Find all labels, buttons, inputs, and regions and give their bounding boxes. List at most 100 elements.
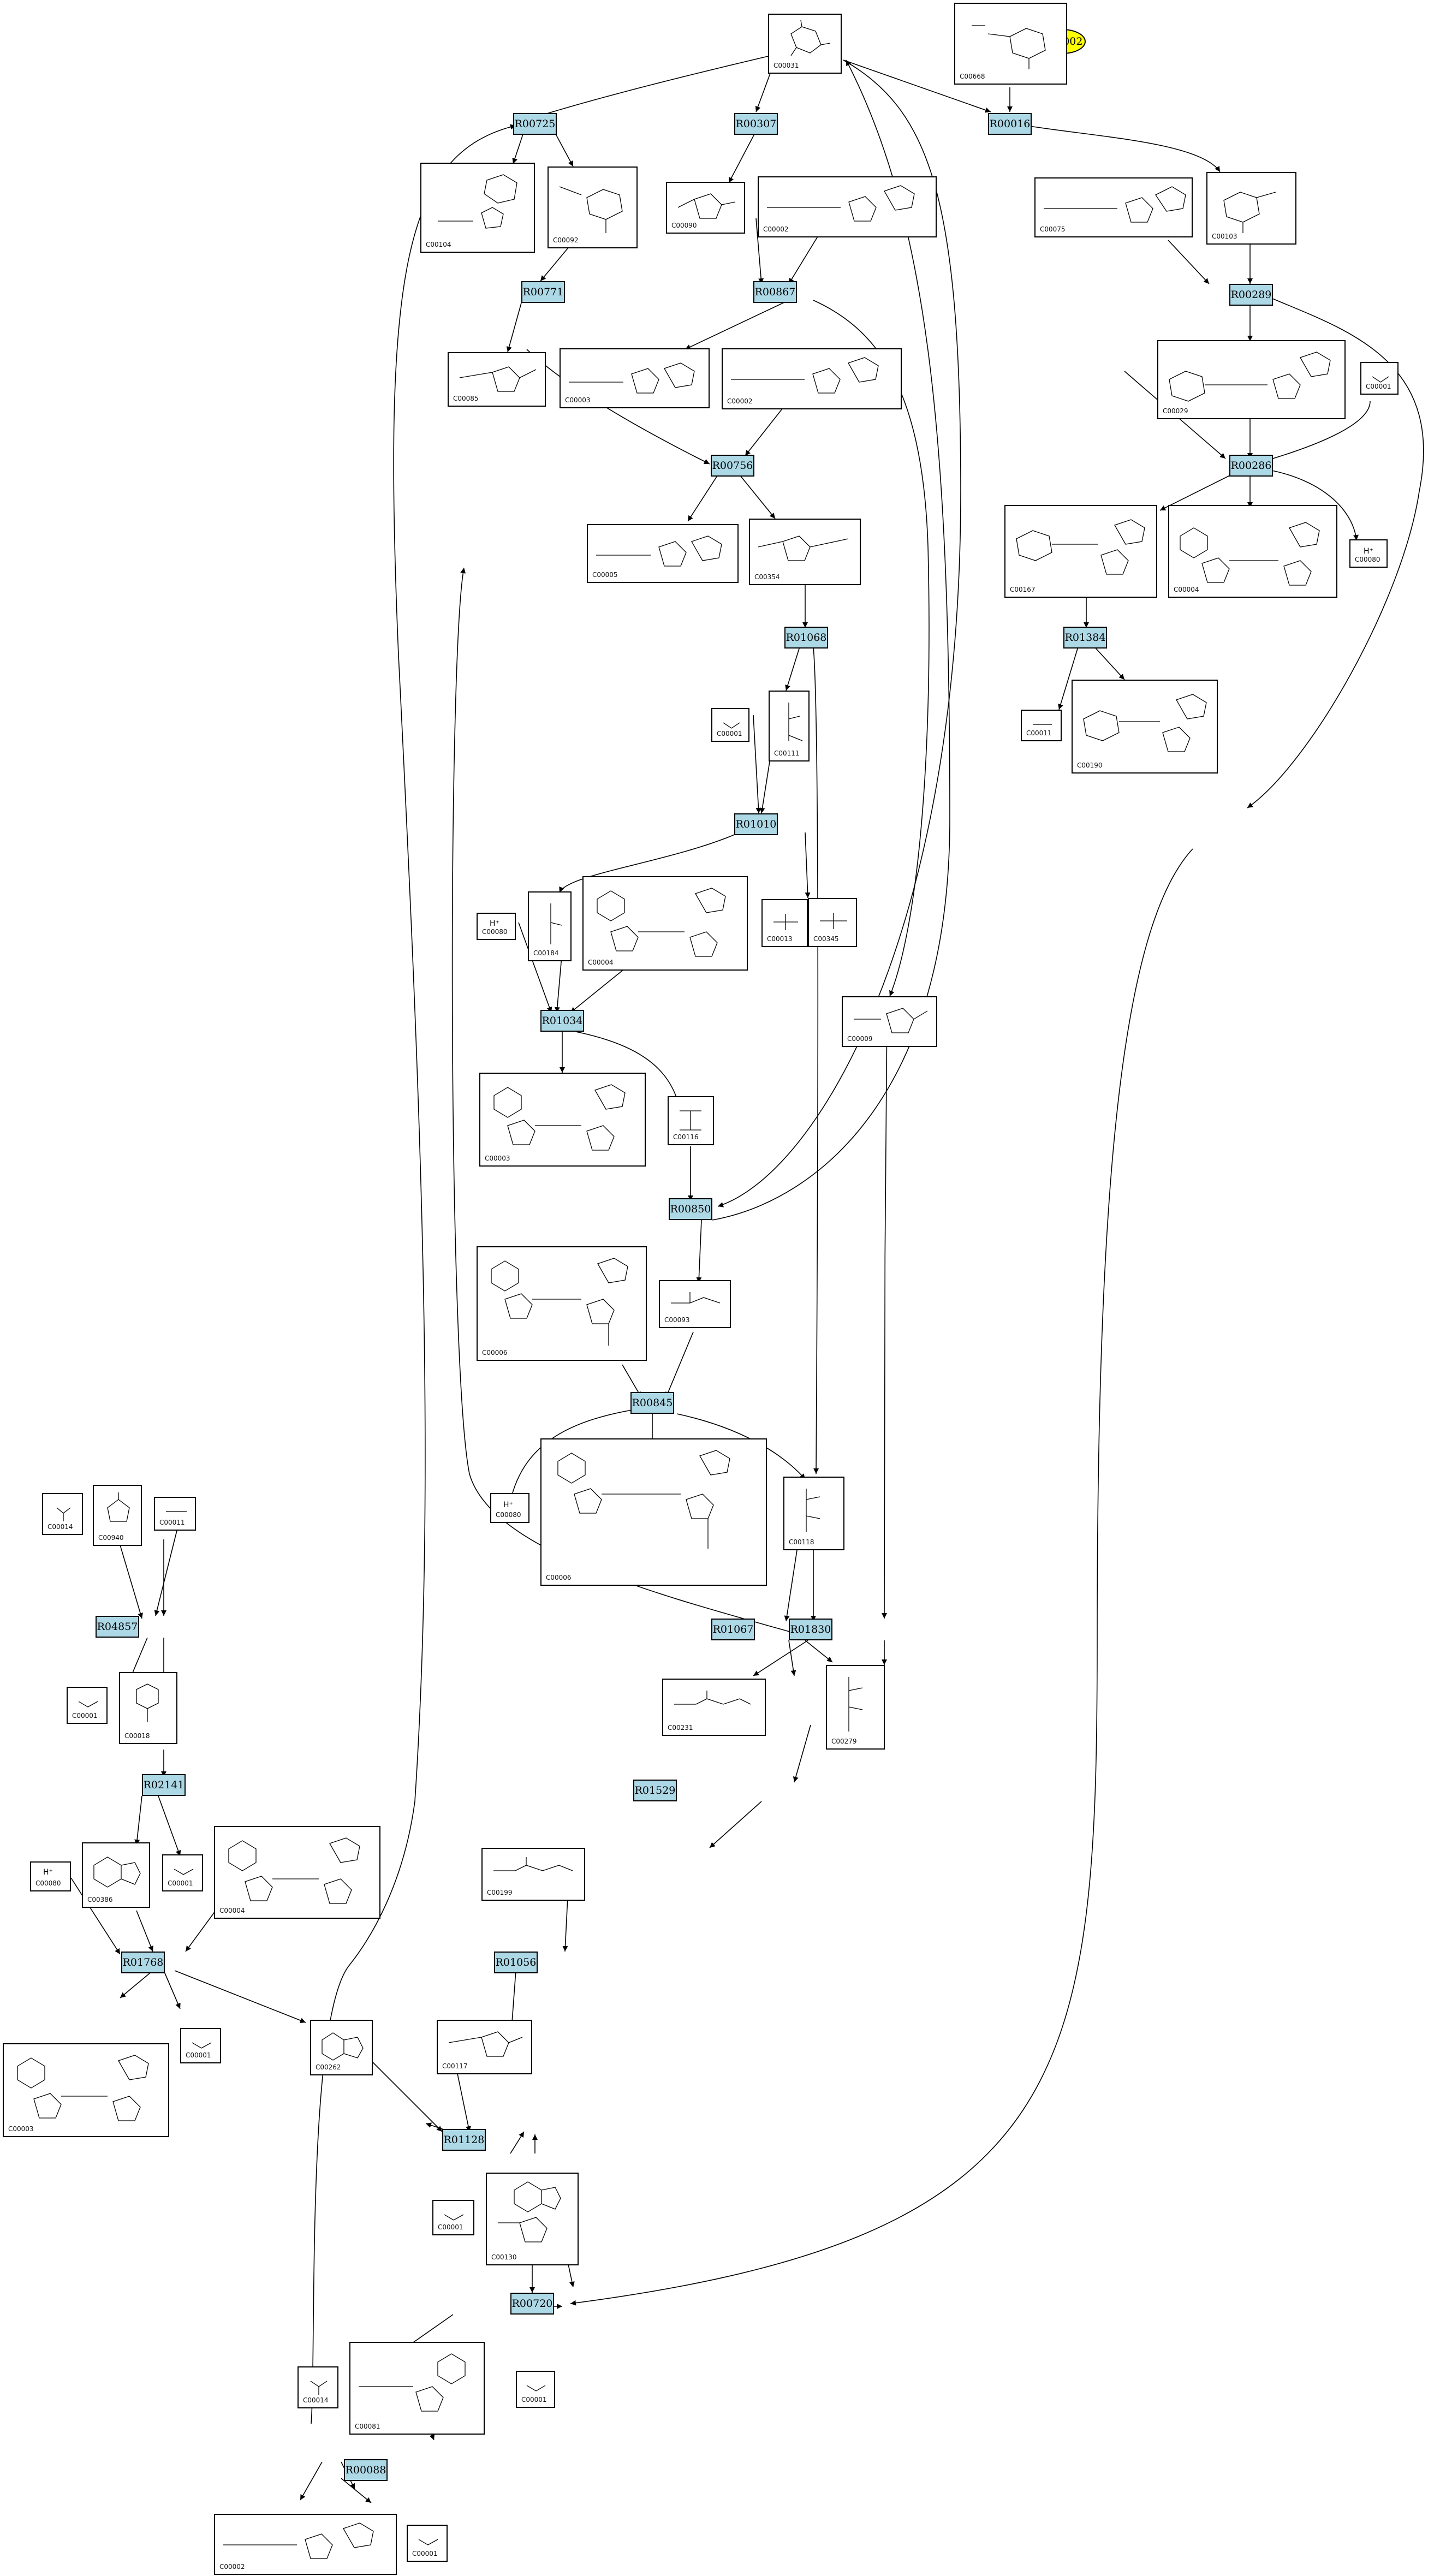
reaction-R01010[interactable]: R01010 [734,813,778,835]
compound-node[interactable]: C00001 [407,2525,448,2562]
reaction-R00016[interactable]: R00016 [988,113,1032,135]
compound-node[interactable]: C00006 [540,1438,767,1586]
compound-node[interactable]: C00001 [432,2200,474,2235]
reaction-R01067[interactable]: R01067 [711,1619,755,1640]
triose-phosphate-structure [788,703,803,741]
compound-node[interactable]: C00130 [486,2173,579,2265]
glycerol-structure [680,1110,701,1131]
compound-node[interactable]: H⁺ C00080 [30,1861,71,1891]
compound-node[interactable]: C00386 [82,1842,150,1908]
compound-node[interactable]: C00231 [662,1679,766,1736]
compound-id: C00031 [773,62,799,69]
compound-node[interactable]: C00090 [666,182,745,234]
compound-node[interactable]: C00279 [826,1665,885,1750]
compound-node[interactable]: C00103 [1206,172,1296,245]
reaction-R00725[interactable]: R00725 [513,113,557,135]
reaction-R01830[interactable]: R01830 [789,1619,832,1640]
compound-node[interactable]: C00003 [479,1073,646,1167]
reaction-R01056[interactable]: R01056 [494,1952,538,1973]
compound-id: C00004 [219,1907,245,1914]
compound-node[interactable]: C00002 [214,2514,397,2575]
compound-node[interactable]: C00092 [548,166,638,248]
compound-node[interactable]: C00009 [842,996,937,1047]
compound-node[interactable]: C00093 [659,1280,731,1328]
reaction-R00307[interactable]: R00307 [734,113,778,135]
reaction-R01529[interactable]: R01529 [633,1780,677,1801]
reaction-R00850[interactable]: R00850 [669,1198,712,1220]
compound-node[interactable]: C00184 [528,891,572,961]
compound-node[interactable]: C00085 [448,352,546,407]
compound-id: C00092 [553,236,579,244]
compound-node[interactable]: C00118 [783,1477,844,1550]
compound-node[interactable]: C00014 [42,1493,83,1535]
reaction-R00720[interactable]: R00720 [510,2293,554,2315]
compound-node[interactable]: C00001 [67,1687,108,1724]
compound-node[interactable]: C00116 [668,1096,714,1145]
reaction-R00088[interactable]: R00088 [344,2459,388,2481]
compound-node[interactable]: C00001 [162,1854,203,1891]
compound-node[interactable]: C00001 [516,2371,555,2408]
compound-node[interactable]: C00199 [481,1848,585,1901]
compound-node[interactable]: C00011 [154,1497,196,1531]
compound-node[interactable]: C00003 [560,348,710,408]
compound-node[interactable]: H⁺ C00080 [1349,539,1388,568]
reaction-R00771[interactable]: R00771 [521,281,565,303]
compound-node[interactable]: C00111 [769,691,810,762]
proton-structure: H⁺ [503,1501,513,1509]
compound-node[interactable]: C00167 [1004,505,1157,598]
reaction-R01068[interactable]: R01068 [784,627,828,649]
reaction-R01384[interactable]: R01384 [1063,627,1107,649]
reaction-R04857[interactable]: R04857 [96,1616,139,1638]
compound-id: C00231 [668,1724,693,1732]
compound-node[interactable]: C00013 [761,899,808,947]
compound-node[interactable]: H⁺ C00080 [490,1493,529,1523]
compound-node[interactable]: C00029 [1157,340,1346,419]
compound-node[interactable]: C00001 [180,2028,221,2063]
reaction-R00845[interactable]: R00845 [630,1392,674,1414]
triose-structure [550,903,562,944]
compound-node[interactable]: C00002 [758,176,937,237]
compound-node[interactable]: C00003 [3,2043,169,2137]
nad-structure [493,1084,626,1151]
svg-text:H⁺: H⁺ [1364,547,1373,556]
compound-node[interactable]: C00081 [349,2342,485,2435]
compound-node[interactable]: C00668 [954,3,1067,85]
compound-id: C00199 [487,1889,513,1896]
svg-text:H⁺: H⁺ [503,1501,513,1509]
compound-id: C00184 [533,949,559,957]
compound-node[interactable]: C00075 [1034,177,1193,237]
reaction-R01128[interactable]: R01128 [442,2129,486,2151]
compound-node[interactable]: C00117 [437,2020,532,2074]
reaction-R02141[interactable]: R02141 [142,1774,186,1796]
compound-id: C00006 [546,1574,572,1581]
compound-id: C00080 [496,1511,521,1519]
compound-node[interactable]: C00031 [768,14,842,74]
sugar-phosphate-structure [459,366,537,392]
reaction-R00867[interactable]: R00867 [753,281,797,303]
compound-node[interactable]: C00018 [119,1672,177,1744]
reaction-R01768[interactable]: R01768 [121,1952,165,1973]
compound-node[interactable]: C00001 [711,708,749,742]
compound-node[interactable]: C00104 [420,163,535,253]
compound-node[interactable]: C00190 [1072,680,1218,774]
reaction-R00286[interactable]: R00286 [1229,455,1273,477]
compound-node[interactable]: C00004 [1168,505,1337,598]
compound-id: C00117 [442,2062,468,2070]
reaction-R00756[interactable]: R00756 [711,455,754,477]
reaction-R01034[interactable]: R01034 [540,1010,584,1032]
compound-node[interactable]: C00002 [722,348,902,409]
reaction-R00289[interactable]: R00289 [1229,284,1273,306]
compound-node[interactable]: C00011 [1021,710,1062,741]
purine-structure [322,2032,364,2061]
compound-node[interactable]: C00004 [214,1826,380,1919]
compound-node[interactable]: C00006 [477,1246,647,1361]
compound-node[interactable]: C00354 [749,519,861,585]
compound-node[interactable]: C00001 [1360,362,1399,395]
compound-node[interactable]: C00014 [297,2366,338,2408]
compound-node[interactable]: C00004 [582,876,748,971]
compound-node[interactable]: C00345 [808,898,857,947]
compound-node[interactable]: H⁺ C00080 [477,913,516,940]
compound-node[interactable]: C00940 [93,1485,142,1546]
compound-node[interactable]: C00005 [587,524,739,583]
compound-node[interactable]: C00262 [310,2020,373,2075]
